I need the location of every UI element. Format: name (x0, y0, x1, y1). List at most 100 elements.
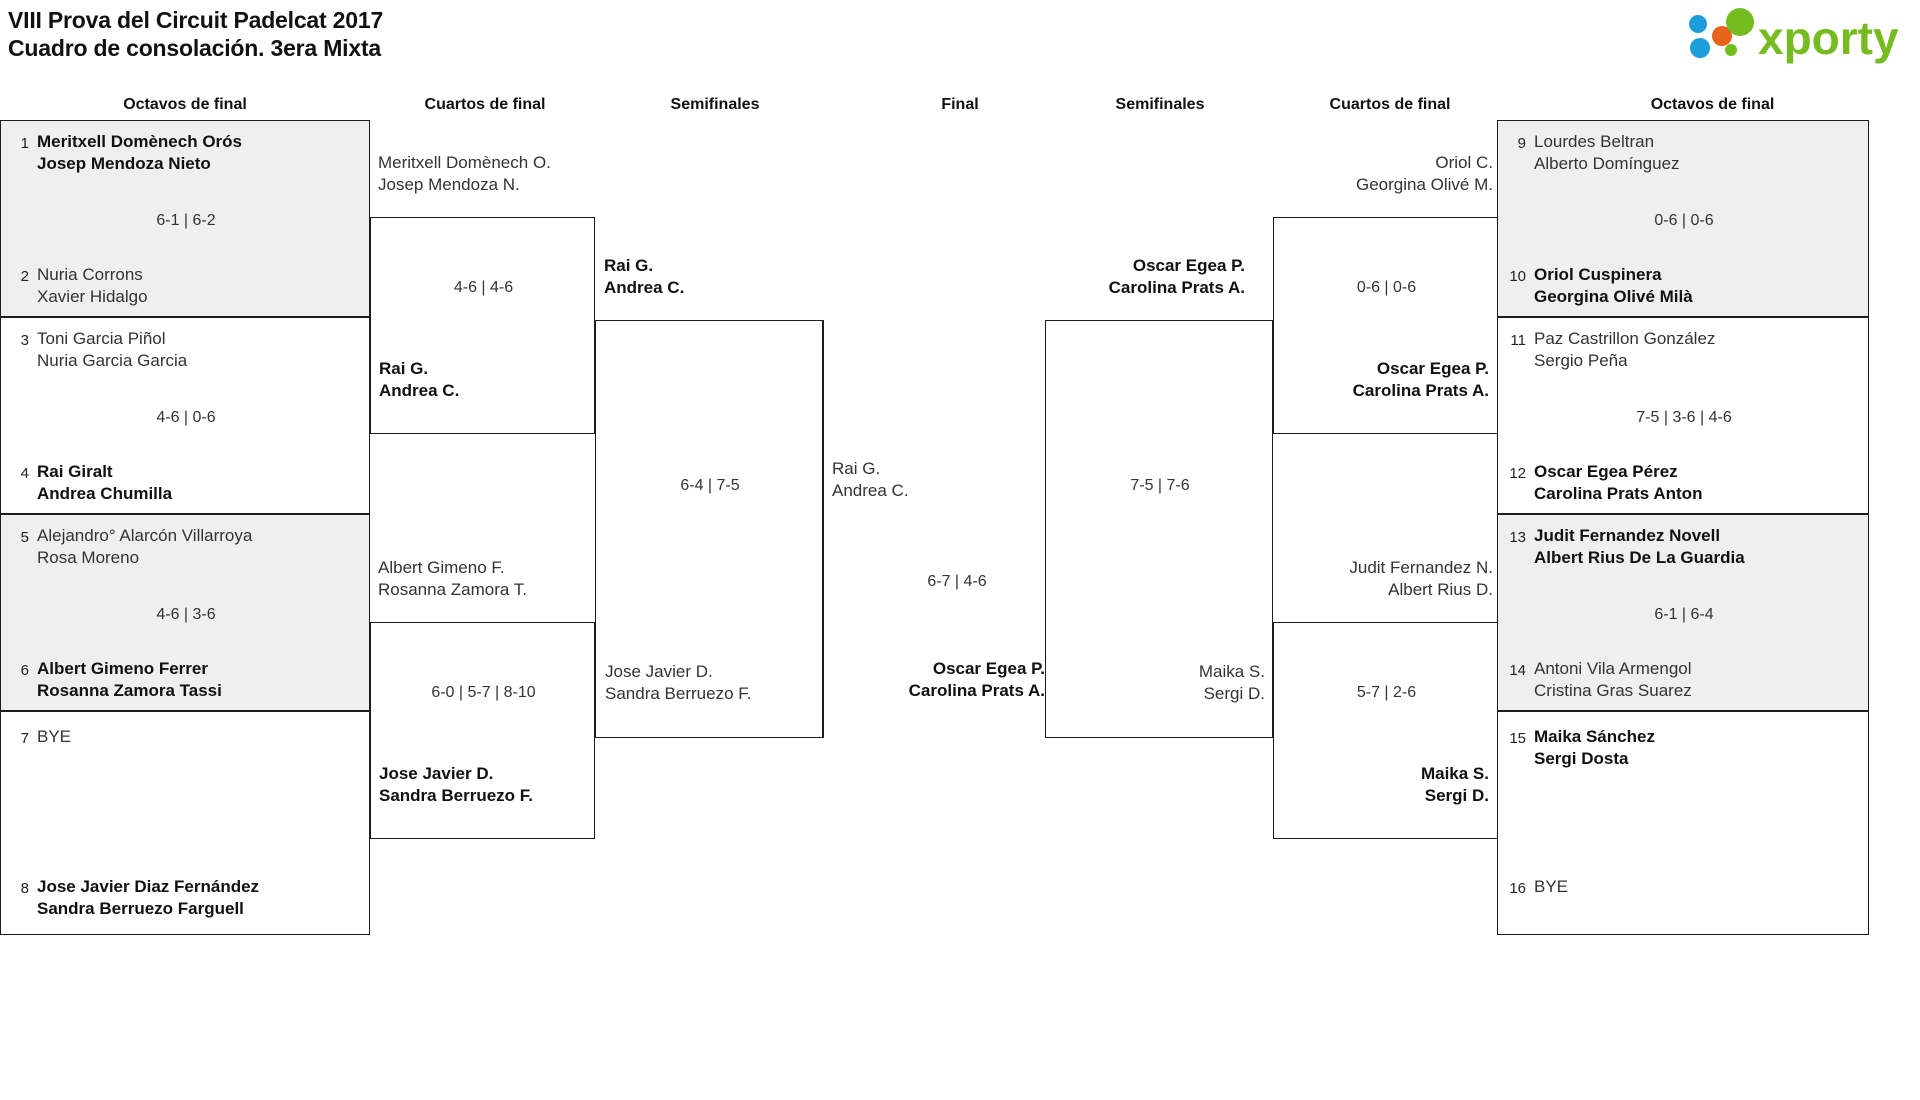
seed-number: 3 (20, 332, 29, 349)
seed-number: 16 (1509, 880, 1526, 897)
team-slot-bottom[interactable]: 16 BYE (1506, 876, 1568, 899)
sf-left-bottom-team: Jose Javier D.Sandra Berruezo F. (605, 662, 752, 703)
team-names: BYE (1534, 877, 1569, 896)
match-score: 6-1 | 6-4 (1654, 606, 1714, 623)
match-qf-left-1[interactable]: 4-6 | 4-6 Rai G.Andrea C. (370, 217, 595, 434)
qf-right-1-top-team: Oriol C.Georgina Olivé M. (1356, 153, 1493, 194)
seed-number: 8 (20, 880, 29, 897)
match-score: 7-5 | 3-6 | 4-6 (1636, 409, 1732, 426)
title-line-2: Cuadro de consolación. 3era Mixta (8, 35, 382, 61)
match-score: 4-6 | 0-6 (156, 409, 216, 426)
match-qf-right-1[interactable]: 0-6 | 0-6 Oscar Egea P.Carolina Prats A. (1273, 217, 1498, 434)
team-slot-top[interactable]: 7 BYE (9, 726, 71, 749)
match-score: 4-6 | 3-6 (156, 606, 216, 623)
match-score: 0-6 | 0-6 (1356, 279, 1417, 296)
column-header-cuartos-left: Cuartos de final (424, 96, 546, 113)
sf-right-bottom-team: Maika S.Sergi D. (1198, 662, 1265, 703)
qf-right-2-bottom-team: Maika S.Sergi D. (1420, 764, 1489, 805)
qf2-bottom-team: Jose Javier D.Sandra Berruezo F. (379, 764, 533, 805)
seed-number: 15 (1509, 730, 1526, 747)
sf-right-top-team: Oscar Egea P.Carolina Prats A. (1108, 256, 1245, 297)
match-score: 6-1 | 6-2 (156, 212, 216, 229)
match-score: 7-5 | 7-6 (1130, 477, 1190, 494)
team-names: BYE (37, 727, 72, 746)
seed-number: 1 (20, 135, 29, 152)
match-score: 6-0 | 5-7 | 8-10 (431, 684, 536, 701)
match-sf-right[interactable]: 7-5 | 7-6 Maika S.Sergi D. (1045, 320, 1273, 738)
title-line-1: VIII Prova del Circuit Padelcat 2017 (8, 7, 384, 33)
qf1-top-team: Meritxell Domènech O.Josep Mendoza N. (378, 153, 551, 194)
seed-number: 7 (20, 730, 29, 747)
xporty-logo[interactable]: xporty (1684, 8, 1904, 66)
sf-left-top-team: Rai G.Andrea C. (604, 256, 685, 297)
match-qf-right-2[interactable]: 5-7 | 2-6 Maika S.Sergi D. (1273, 622, 1498, 839)
match-score: 0-6 | 0-6 (1654, 212, 1714, 229)
qf2-top-team: Albert Gimeno F.Rosanna Zamora T. (378, 558, 527, 599)
seed-number: 9 (1517, 135, 1526, 152)
seed-number: 6 (20, 662, 29, 679)
column-header-final: Final (941, 96, 979, 113)
column-header-octavos-right: Octavos de final (1650, 96, 1775, 113)
final-rail-left (823, 320, 824, 738)
qf-right-2-top-team: Judit Fernandez N.Albert Rius D. (1349, 558, 1493, 599)
match-score: 4-6 | 4-6 (453, 279, 514, 296)
seed-number: 4 (20, 465, 29, 482)
column-header-cuartos-right: Cuartos de final (1329, 96, 1451, 113)
xporty-logo-svg: xporty (1689, 8, 1899, 64)
seed-number: 11 (1510, 332, 1526, 349)
match-score: 5-7 | 2-6 (1356, 684, 1417, 701)
seed-number: 5 (20, 529, 29, 546)
svg-text:xporty: xporty (1758, 12, 1899, 64)
seed-number: 2 (20, 268, 29, 285)
column-header-semis-left: Semifinales (670, 96, 760, 113)
qf-right-1-bottom-team: Oscar Egea P.Carolina Prats A. (1352, 359, 1489, 400)
seed-number: 10 (1509, 268, 1526, 285)
match-score: 6-4 | 7-5 (680, 477, 740, 494)
match-qf-left-2[interactable]: 6-0 | 5-7 | 8-10 Jose Javier D.Sandra Be… (370, 622, 595, 839)
match-sf-left[interactable]: 6-4 | 7-5 Jose Javier D.Sandra Berruezo … (595, 320, 823, 738)
page-title: VIII Prova del Circuit Padelcat 2017 Cua… (8, 6, 383, 62)
seed-number: 14 (1509, 662, 1526, 679)
qf1-bottom-team: Rai G.Andrea C. (379, 359, 460, 400)
column-header-semis-right: Semifinales (1115, 96, 1205, 113)
final-score: 6-7 | 4-6 (927, 573, 987, 590)
final-bottom-team: Oscar Egea P.Carolina Prats A. (908, 659, 1045, 700)
